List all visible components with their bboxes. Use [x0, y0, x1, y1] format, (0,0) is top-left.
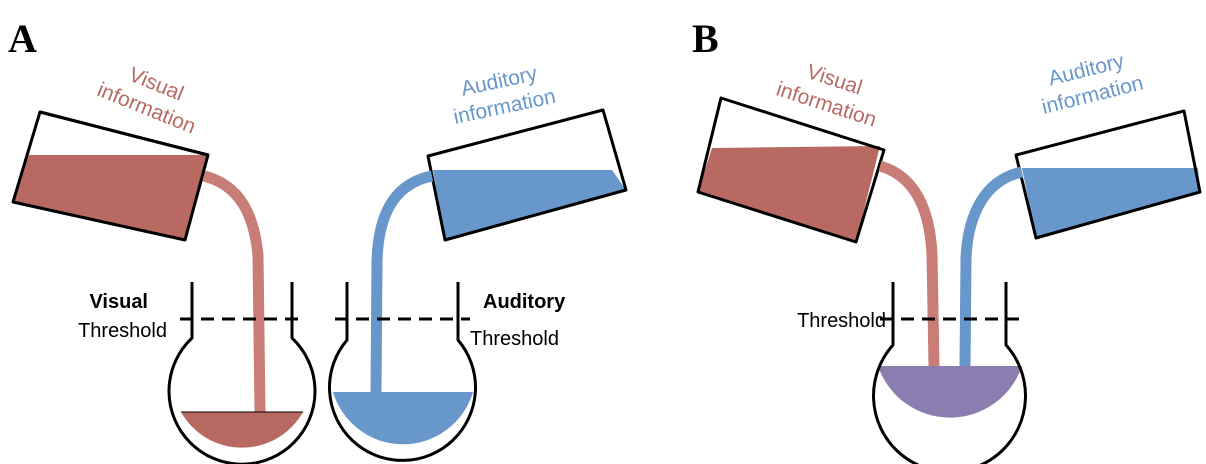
- panel-a-visual-threshold-label-1: Visual: [89, 291, 148, 313]
- panel-a-visual-cup: [11, 110, 210, 242]
- panel-a-visual-flask: [167, 282, 317, 464]
- panel-a-auditory-stream: [370, 170, 434, 393]
- panel-b-threshold-label: Threshold: [797, 310, 886, 332]
- panel-a-auditory-info-label: Auditory information: [451, 62, 557, 129]
- panel-b: B Visual information Auditory informatio…: [692, 16, 1202, 464]
- panel-a-visual-stream: [202, 170, 266, 413]
- panel-a-visual-info-label: Visual information: [94, 63, 199, 139]
- panel-a-visual-threshold-label-2: Threshold: [78, 320, 167, 342]
- panel-a: A Visual information Auditory informatio…: [8, 16, 628, 464]
- panel-a-auditory-threshold-label-1: Auditory: [483, 291, 566, 313]
- panel-b-auditory-cup: [1014, 109, 1202, 240]
- panel-a-letter: A: [8, 16, 37, 61]
- panel-b-visual-cup: [696, 96, 886, 244]
- panel-b-letter: B: [692, 16, 719, 61]
- panel-a-auditory-flask: [328, 282, 477, 462]
- panel-a-auditory-threshold-label-2: Threshold: [470, 328, 559, 350]
- panel-b-auditory-stream: [959, 166, 1024, 367]
- panel-b-auditory-info-label: Auditory information: [1039, 49, 1145, 119]
- panel-b-visual-stream: [878, 160, 940, 367]
- panel-a-auditory-cup: [426, 108, 628, 242]
- panel-b-combined-flask: [872, 282, 1027, 464]
